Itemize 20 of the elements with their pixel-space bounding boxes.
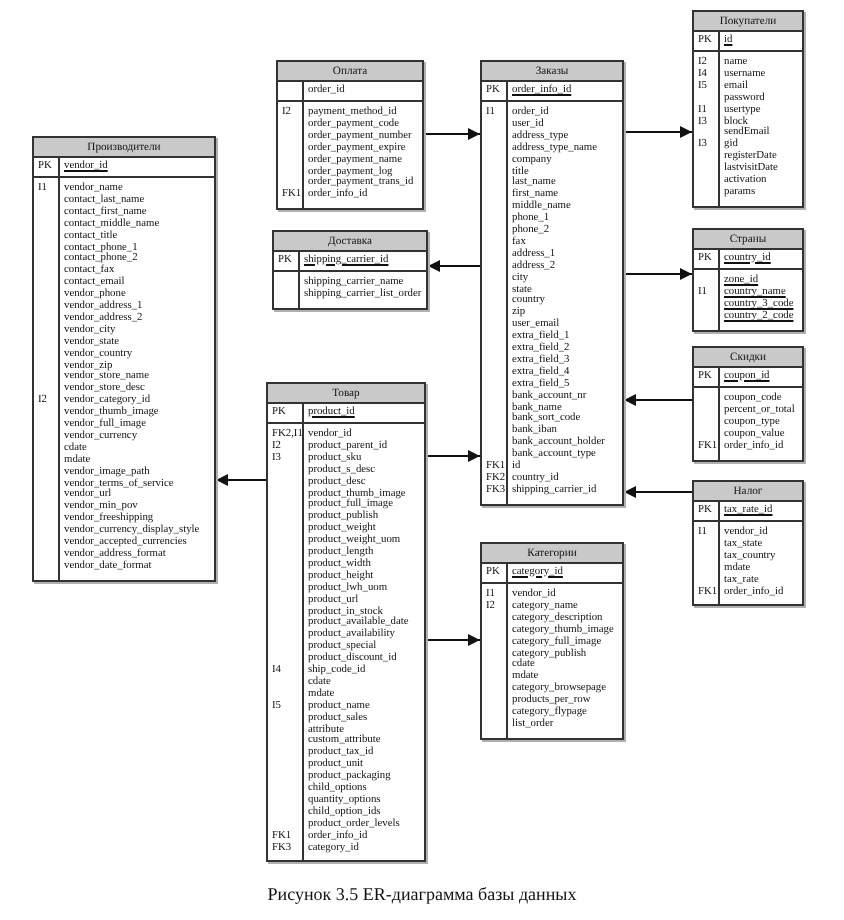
relationship-arrow <box>623 394 693 406</box>
relationship-arrow <box>215 474 267 486</box>
entity-table <box>266 382 426 863</box>
relationship-arrow <box>623 486 693 498</box>
relationship-arrow <box>427 260 481 272</box>
entity-table <box>276 60 424 211</box>
figure-caption: Рисунок 3.5 ER-диаграмма базы данных <box>267 884 577 904</box>
relationship-arrow <box>423 128 481 140</box>
entity-table <box>692 480 804 607</box>
entity-table <box>32 136 216 582</box>
entity-table <box>692 346 804 461</box>
relationship-arrow <box>623 126 693 138</box>
relationship-arrow <box>623 268 693 280</box>
entity-table <box>480 60 624 506</box>
entity-table <box>692 228 804 332</box>
entity-table <box>692 10 804 208</box>
relationship-arrow <box>425 450 481 462</box>
entity-table <box>480 542 624 740</box>
entity-table <box>272 230 428 310</box>
relationship-arrow <box>425 634 481 646</box>
